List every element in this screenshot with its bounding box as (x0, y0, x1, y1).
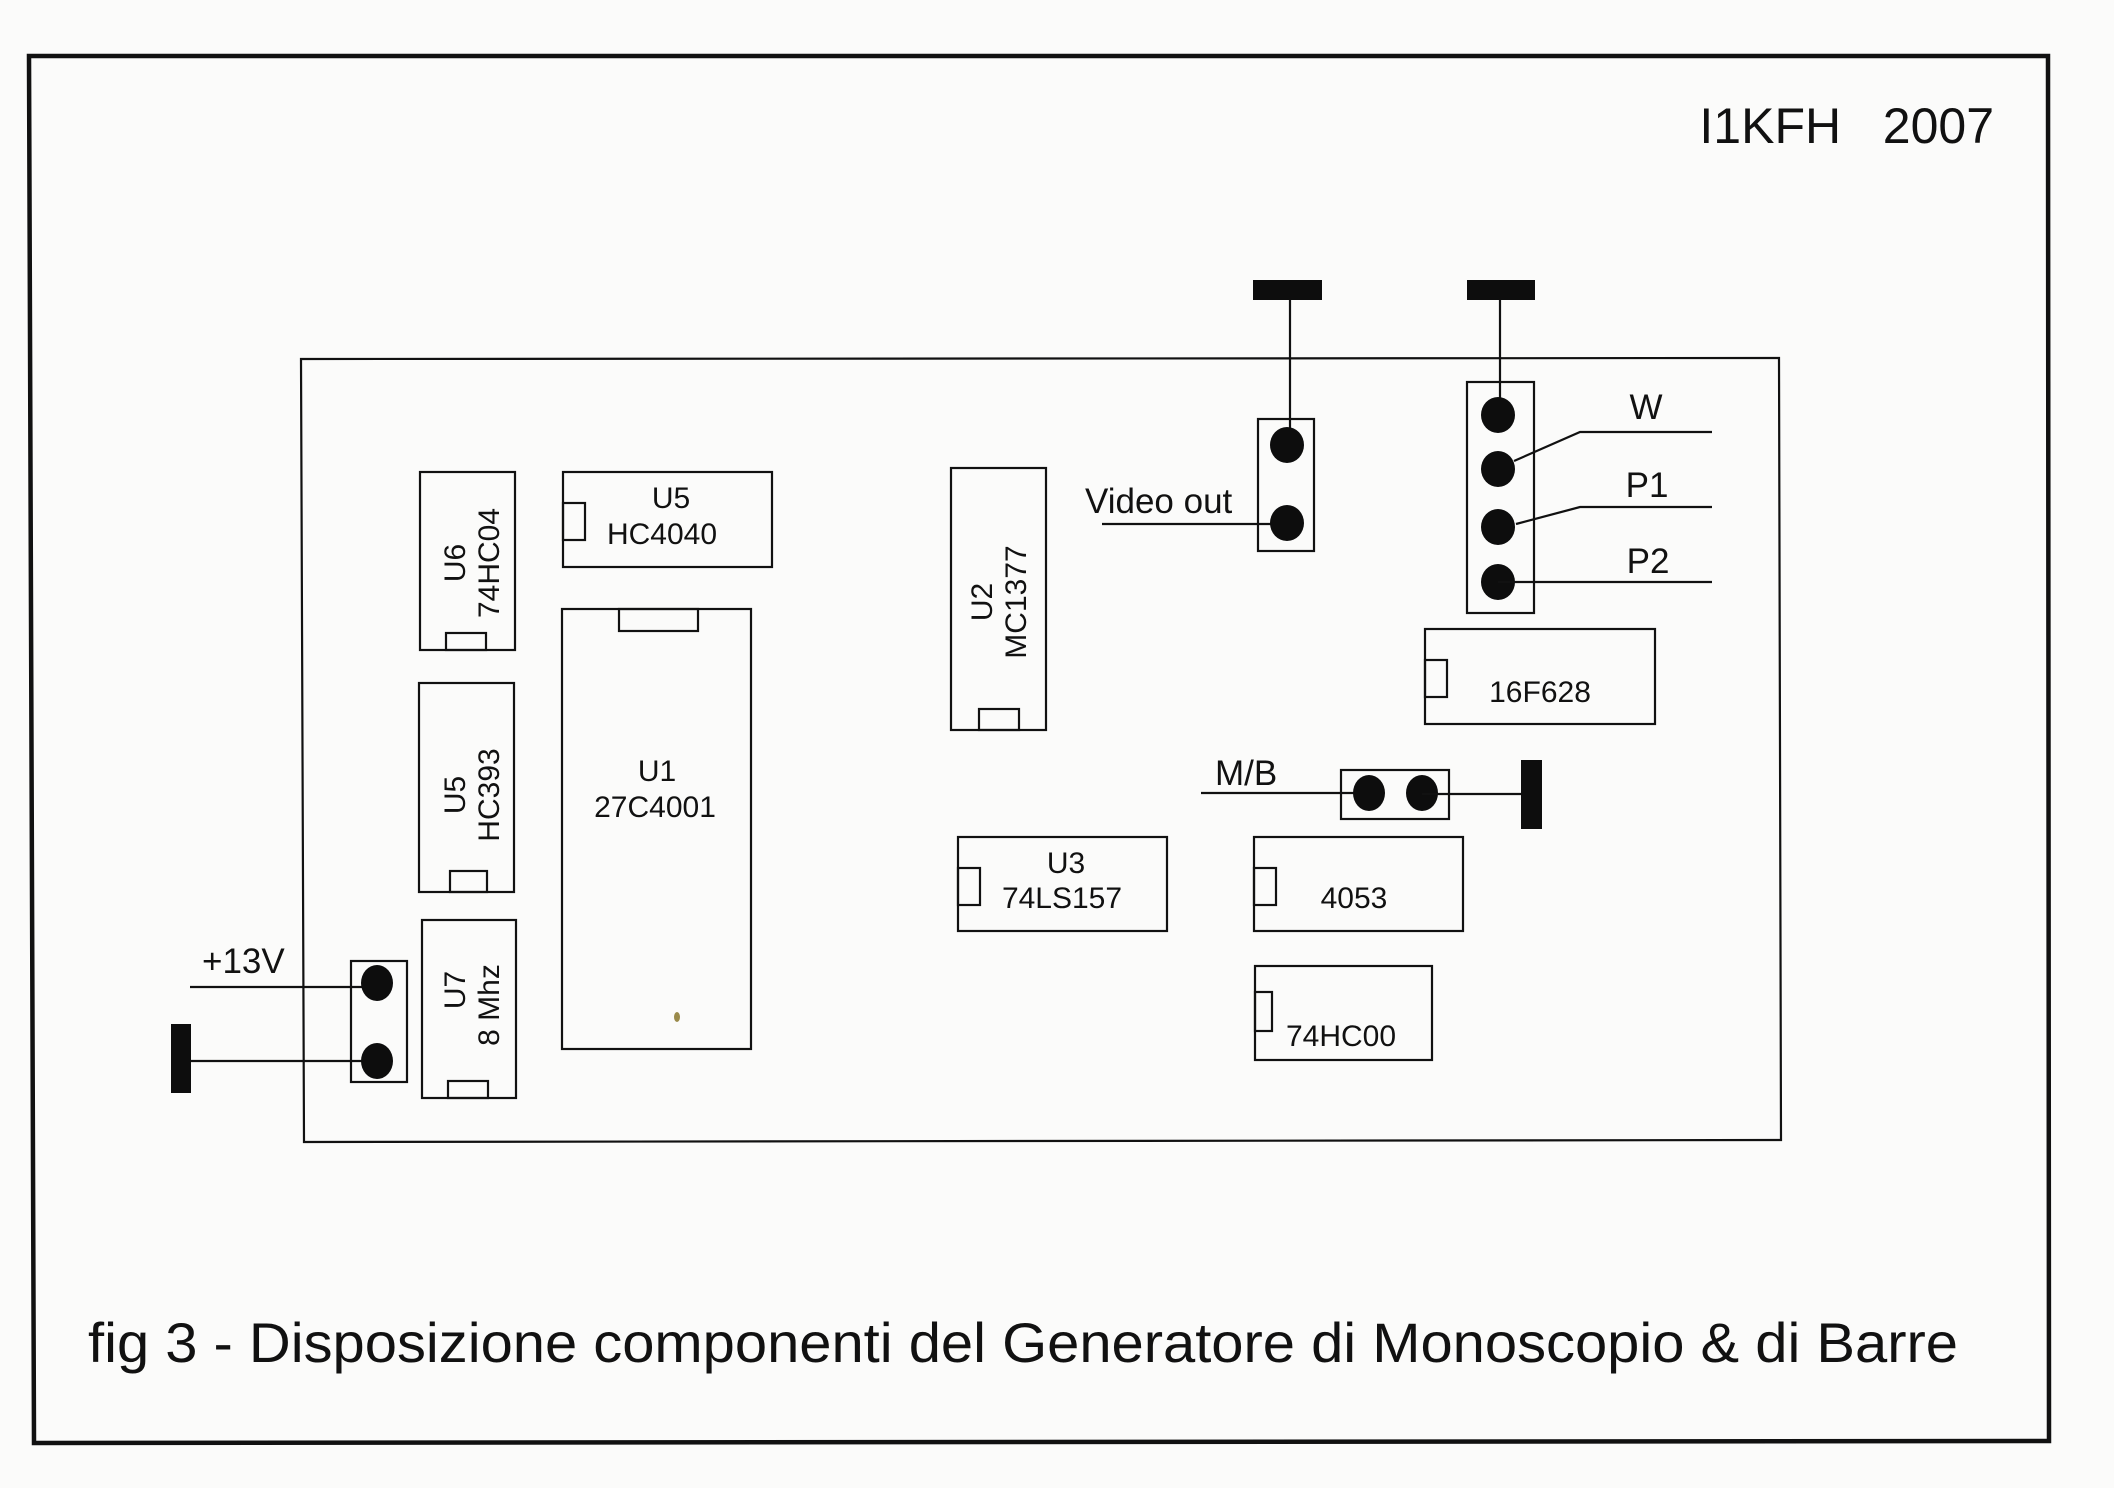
chip-u2: U2 MC1377 (949, 466, 1048, 732)
power-connector: +13V (171, 942, 409, 1093)
power-label: +13V (202, 942, 285, 981)
wire-p1 (1515, 505, 1712, 526)
chip-74hc00: 74HC00 (1253, 964, 1434, 1062)
author-year-label: I1KFH 2007 (1699, 98, 1994, 154)
ground-symbol-power (171, 1024, 191, 1093)
chip-u7: U7 8 Mhz (420, 918, 518, 1100)
chip-u5-hc393-ref: U5 (439, 776, 472, 814)
pin1-notch (617, 607, 700, 633)
pot-label-p2: P2 (1627, 542, 1670, 581)
pot-label-p1: P1 (1626, 466, 1669, 505)
pin1-notch (448, 869, 489, 894)
chip-u5-hc393: U5 HC393 (417, 681, 516, 894)
pad (1353, 775, 1385, 811)
chip-u6-ref: U6 (439, 544, 472, 582)
paper-stain (674, 1012, 680, 1022)
chip-4053: 4053 (1252, 835, 1465, 933)
chip-u6-part: 74HC04 (473, 508, 506, 618)
chip-u6: U6 74HC04 (418, 470, 517, 652)
ground-symbol-mode (1521, 760, 1542, 829)
pin1-notch (446, 1079, 490, 1100)
pad (361, 1043, 393, 1079)
pin1-notch (1423, 658, 1449, 699)
chip-16f628-part: 16F628 (1489, 676, 1591, 709)
chip-u1-part: 27C4001 (594, 791, 716, 824)
figure-caption: fig 3 - Disposizione componenti del Gene… (88, 1311, 1958, 1374)
chip-u7-part: 8 Mhz (473, 964, 506, 1046)
pot-label-w: W (1629, 388, 1662, 427)
chip-u3: U3 74LS157 (956, 835, 1169, 933)
pin1-notch (561, 501, 587, 542)
chip-u5-hc4040-ref: U5 (652, 482, 690, 515)
chip-u5-hc4040: U5 HC4040 (561, 470, 774, 569)
pad (1481, 451, 1515, 487)
ground-symbol-video (1253, 280, 1322, 300)
chip-u5-hc393-part: HC393 (473, 748, 506, 841)
mode-connector: M/B (1201, 754, 1542, 829)
chip-u5-hc4040-part: HC4040 (607, 518, 717, 551)
chip-4053-part: 4053 (1321, 882, 1388, 915)
pin1-notch (1253, 990, 1274, 1033)
pad (1481, 509, 1515, 545)
chip-u1-ref: U1 (638, 755, 676, 788)
ground-symbol-pots (1467, 280, 1535, 300)
chip-u1: U1 27C4001 (560, 607, 753, 1051)
pcb-outline (299, 356, 1783, 1144)
wire-w (1513, 430, 1712, 463)
chip-74hc00-part: 74HC00 (1286, 1020, 1396, 1053)
outer-frame (26, 53, 2052, 1446)
chip-u3-part: 74LS157 (1002, 882, 1122, 915)
chip-u3-ref: U3 (1047, 847, 1085, 880)
chip-u2-part: MC1377 (1000, 545, 1033, 658)
video-out-label: Video out (1085, 482, 1233, 521)
pin1-notch (444, 631, 488, 652)
pad (361, 965, 393, 1001)
pad (1270, 505, 1304, 541)
pots-connector: W P1 P2 (1465, 380, 1712, 615)
pin1-notch (1252, 866, 1278, 907)
pin1-notch (956, 866, 982, 907)
video-out-connector: Video out (1085, 417, 1316, 553)
pad (1270, 427, 1304, 463)
chip-u7-ref: U7 (439, 971, 472, 1009)
pad (1481, 397, 1515, 433)
chip-16f628: 16F628 (1423, 627, 1657, 726)
mode-label: M/B (1215, 754, 1277, 793)
chip-u2-ref: U2 (966, 583, 999, 621)
pin1-notch (977, 707, 1021, 732)
